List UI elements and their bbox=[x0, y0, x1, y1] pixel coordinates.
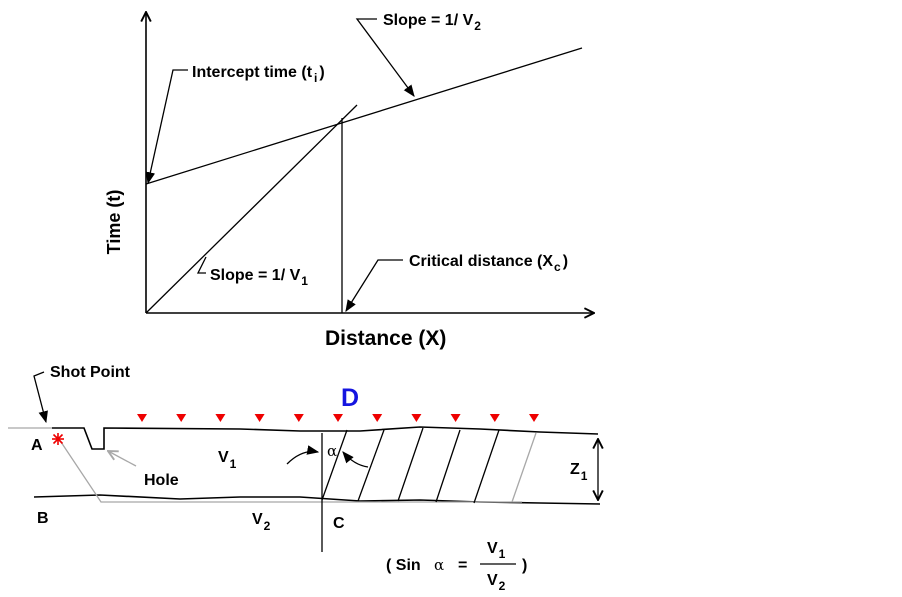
formula-denominator: V2 bbox=[487, 572, 506, 593]
formula-numerator: V1 bbox=[487, 540, 506, 561]
geophone-icon bbox=[372, 414, 383, 422]
geophone-icon bbox=[176, 414, 187, 422]
ground-surface bbox=[52, 426, 599, 450]
geophone-icon bbox=[215, 414, 226, 422]
slope-v1-pointer bbox=[196, 256, 207, 274]
distance-axis-label: Distance (X) bbox=[325, 327, 446, 350]
formula-equals: = bbox=[458, 557, 467, 574]
geophone-icon bbox=[254, 414, 265, 422]
critical-distance-pointer bbox=[345, 259, 403, 313]
refracted-ray-3 bbox=[397, 427, 424, 502]
shot-point-pointer bbox=[33, 371, 48, 424]
point-c-label: C bbox=[333, 515, 345, 532]
geophone-icon bbox=[450, 414, 461, 422]
refracted-ray-5 bbox=[473, 429, 500, 504]
refracted-ray-2 bbox=[357, 429, 385, 502]
hole-pointer bbox=[108, 451, 137, 467]
time-axis-label: Time (t) bbox=[104, 190, 124, 255]
critical-distance-label: Critical distance (Xc) bbox=[409, 253, 568, 274]
v2-label: V2 bbox=[252, 511, 271, 533]
formula-open: ( Sin bbox=[386, 557, 421, 574]
geophone-array bbox=[137, 414, 539, 422]
alpha-arrow-right bbox=[342, 451, 369, 468]
geophone-icon bbox=[293, 414, 304, 422]
formula-close: ) bbox=[522, 557, 527, 574]
point-b-label: B bbox=[37, 510, 49, 527]
geophone-icon bbox=[411, 414, 422, 422]
slope-v2-pointer bbox=[355, 18, 415, 97]
direct-wave-line bbox=[145, 104, 358, 314]
snell-formula: ( Sin α = V1 V2 ) bbox=[386, 540, 527, 593]
geophone-icon bbox=[333, 414, 343, 422]
formula-alpha: α bbox=[434, 556, 444, 574]
z1-label: Z1 bbox=[570, 461, 588, 483]
cross-section: α Shot Point A B C D Hole V1 V2 Z1 bbox=[8, 364, 600, 552]
slope-v1-label: Slope = 1/ V1 bbox=[210, 267, 308, 288]
alpha-arrow-left bbox=[286, 445, 320, 465]
ray-path-up bbox=[511, 432, 537, 503]
slope-v2-label: Slope = 1/ V2 bbox=[383, 12, 481, 33]
geophone-icon bbox=[489, 414, 500, 422]
refracted-wave-line bbox=[145, 47, 583, 185]
shot-point-label: Shot Point bbox=[50, 364, 131, 381]
point-d-label: D bbox=[341, 384, 359, 412]
refracted-ray-4 bbox=[435, 429, 461, 503]
point-a-label: A bbox=[31, 437, 43, 454]
geophone-icon bbox=[137, 414, 147, 422]
alpha-label: α bbox=[327, 442, 337, 460]
geophone-icon bbox=[529, 414, 539, 422]
ray-path-down bbox=[56, 435, 522, 503]
shot-point-star-icon bbox=[52, 433, 64, 445]
refracted-ray-1 bbox=[321, 429, 348, 501]
v1-label: V1 bbox=[218, 449, 237, 471]
intercept-pointer bbox=[145, 69, 188, 185]
hole-label: Hole bbox=[144, 472, 179, 489]
